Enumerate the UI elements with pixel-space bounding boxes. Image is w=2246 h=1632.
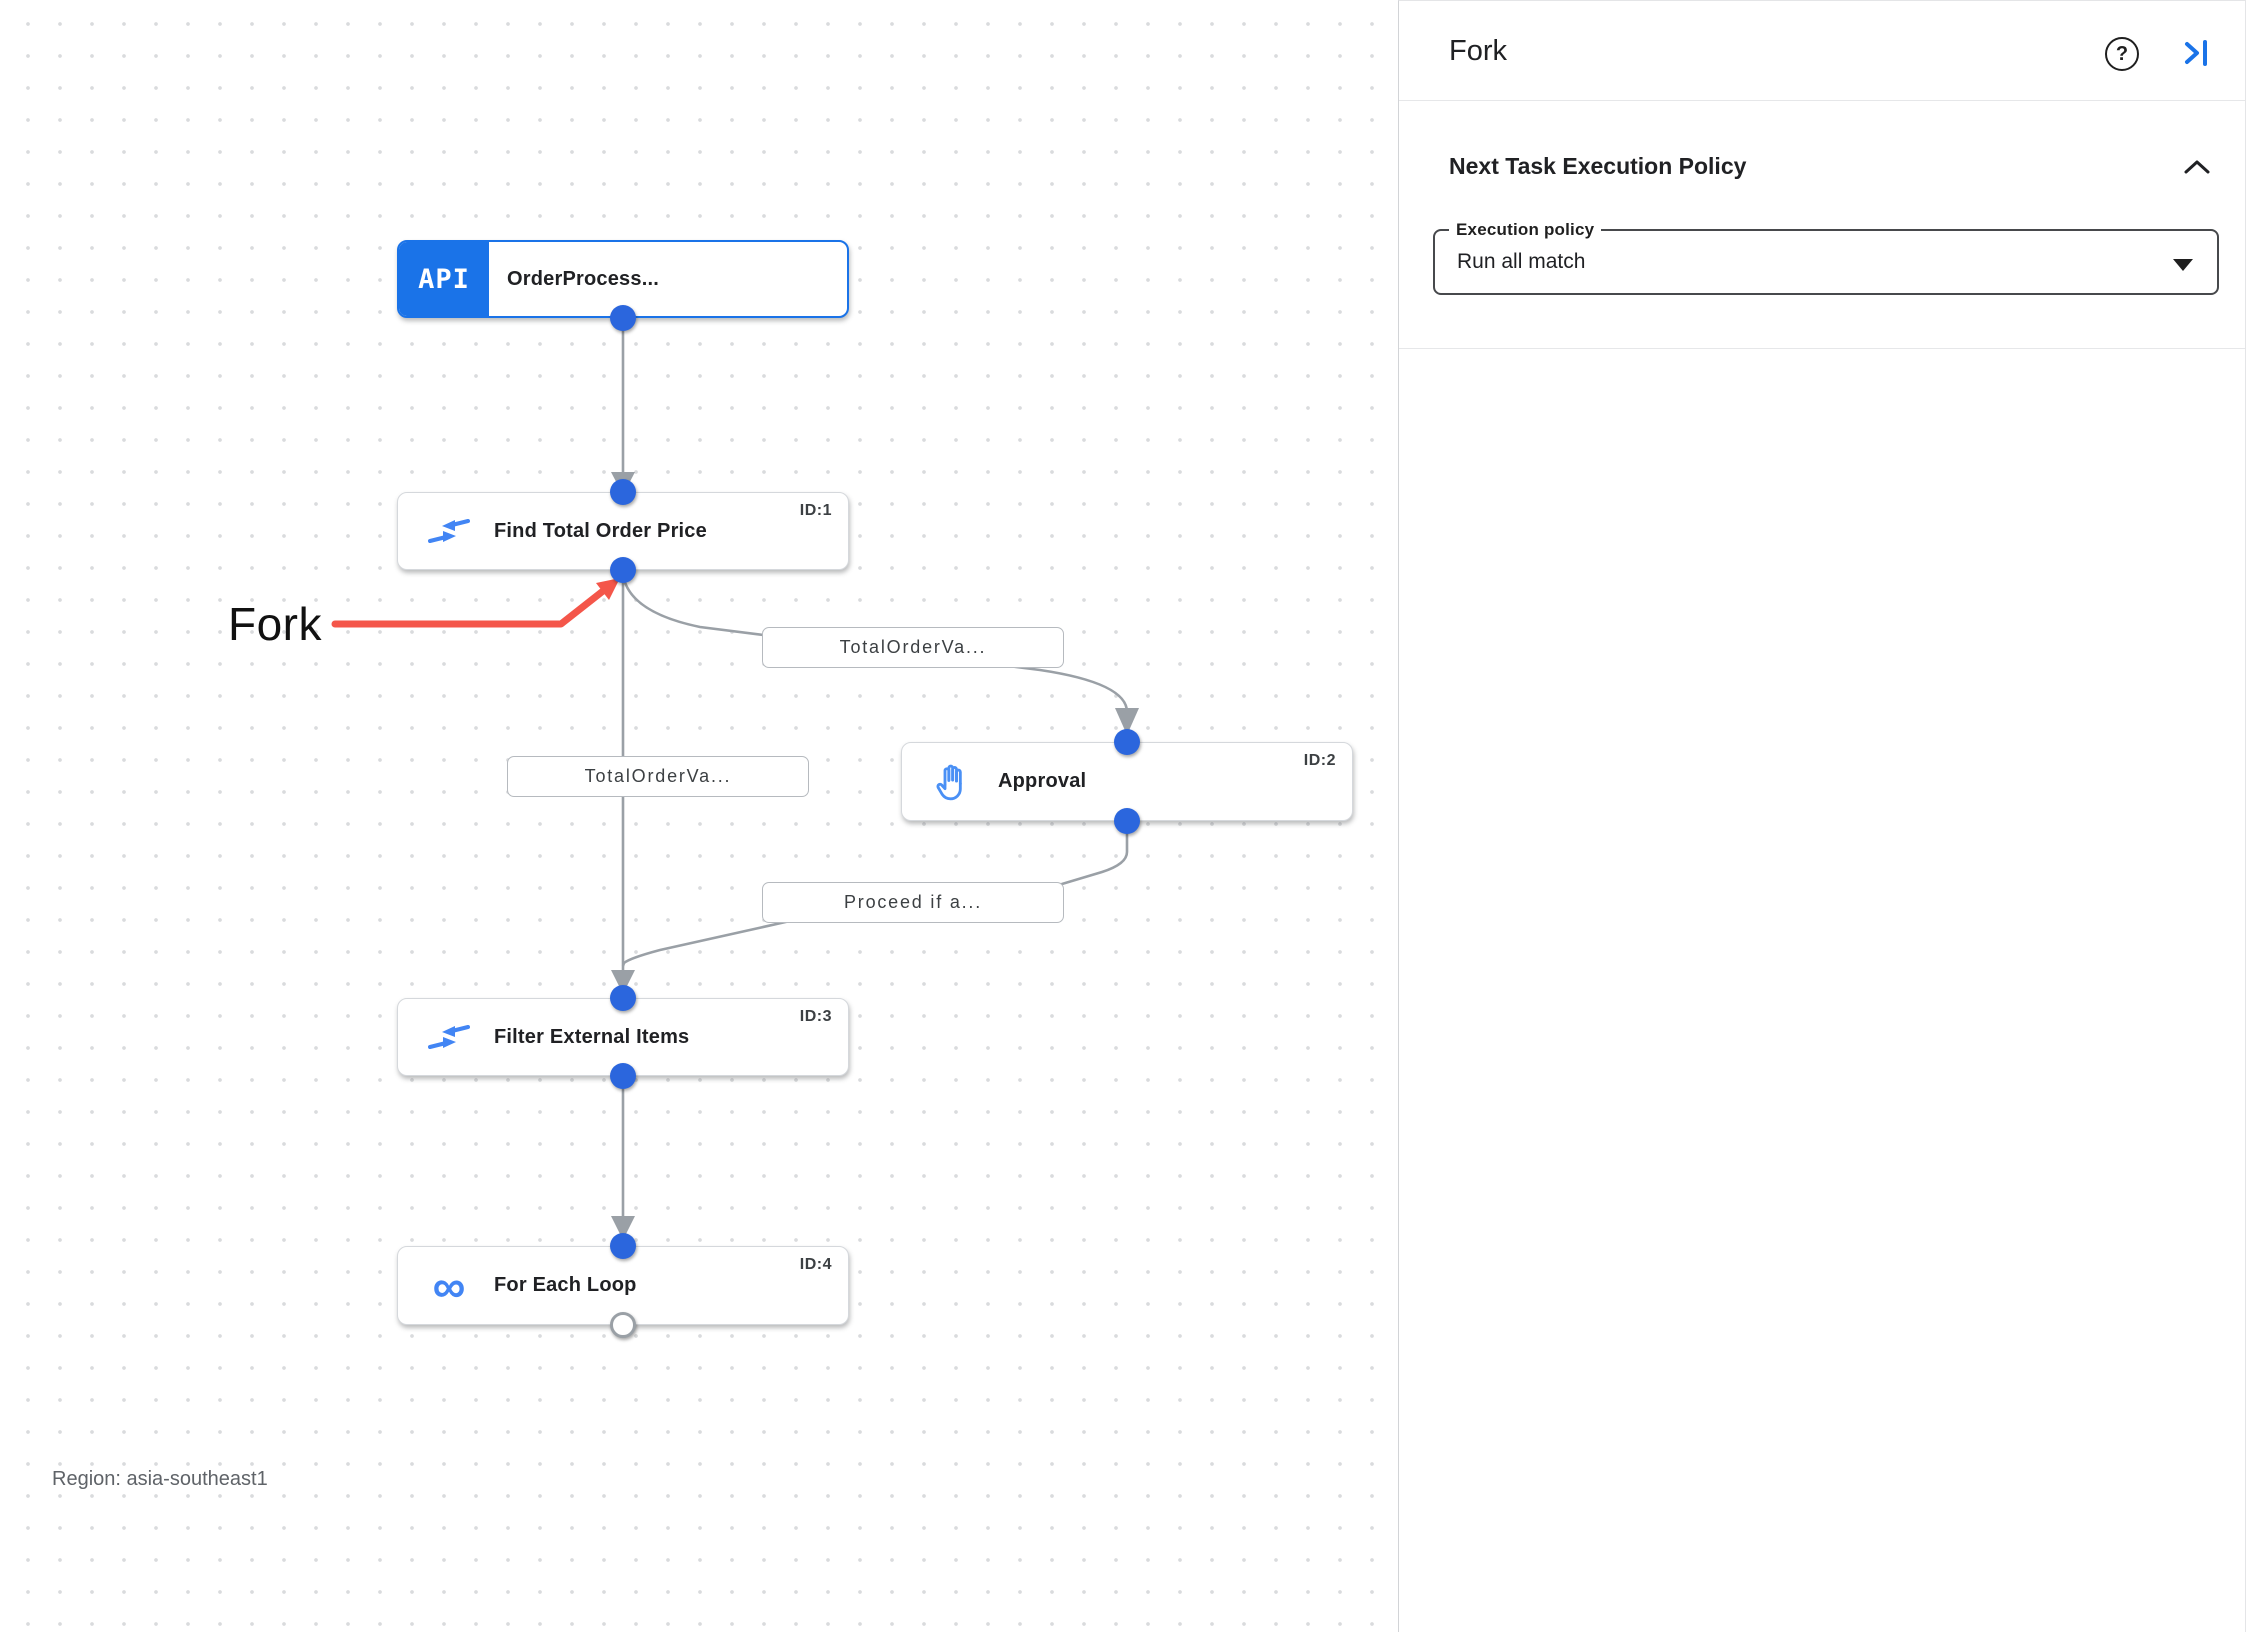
panel-header: Fork ? — [1399, 1, 2245, 101]
node-title: Filter External Items — [494, 1025, 690, 1048]
collapse-panel-icon[interactable] — [2182, 38, 2212, 68]
panel-title: Fork — [1449, 35, 1507, 67]
port-find-out-fork[interactable] — [610, 557, 636, 583]
chevron-up-icon[interactable] — [2183, 159, 2211, 180]
section-title: Next Task Execution Policy — [1449, 153, 1747, 179]
node-id-label: ID:4 — [799, 1256, 832, 1273]
region-label: Region: asia-southeast1 — [52, 1468, 268, 1490]
dropdown-caret-icon — [2173, 259, 2193, 271]
task-config-panel: Fork ? Next Task Execution Policy — [1398, 0, 2246, 1632]
arrowhead-into-approval — [1115, 708, 1139, 735]
node-id-label: ID:3 — [799, 1008, 832, 1025]
edge-label-text: TotalOrderVa... — [584, 766, 732, 786]
data-mapping-icon — [426, 514, 472, 548]
port-approval-out[interactable] — [1114, 808, 1140, 834]
port-filter-out[interactable] — [610, 1063, 636, 1089]
api-trigger-icon: API — [399, 242, 489, 316]
node-id-label: ID:1 — [799, 502, 832, 519]
edge-label-totalorderva-left[interactable]: TotalOrderVa... — [507, 756, 809, 797]
fork-annotation-label: Fork — [228, 598, 322, 650]
edge-label-proceed-if[interactable]: Proceed if a... — [762, 882, 1064, 923]
fork-annotation-arrowhead — [596, 578, 620, 600]
port-filter-in[interactable] — [610, 985, 636, 1011]
execution-policy-value: Run all match — [1457, 250, 1586, 273]
arrowhead-into-filter — [611, 970, 635, 994]
node-for-each-loop[interactable]: ∞ For Each Loop ID:4 — [397, 1246, 849, 1325]
help-icon[interactable]: ? — [2105, 37, 2139, 71]
section-divider — [1399, 348, 2245, 349]
port-foreach-in[interactable] — [610, 1233, 636, 1259]
infinity-glyph: ∞ — [432, 1259, 466, 1312]
node-title: For Each Loop — [494, 1274, 637, 1296]
next-task-policy-section-header[interactable]: Next Task Execution Policy — [1399, 135, 2245, 201]
port-approval-in[interactable] — [1114, 729, 1140, 755]
execution-policy-label: Execution policy — [1449, 220, 1602, 240]
approval-hand-icon — [930, 761, 976, 803]
node-title: OrderProcess... — [507, 267, 659, 290]
node-id-label: ID:2 — [1303, 752, 1336, 769]
for-each-loop-icon: ∞ — [426, 1259, 472, 1312]
edge-label-text: Proceed if a... — [843, 892, 983, 912]
workflow-canvas[interactable]: TotalOrderVa... TotalOrderVa... Proceed … — [0, 0, 1398, 1632]
arrowhead-into-foreach — [611, 1216, 635, 1240]
port-trigger-out[interactable] — [610, 305, 636, 331]
help-glyph: ? — [2115, 42, 2129, 65]
edge-label-text: TotalOrderVa... — [839, 637, 987, 657]
fork-annotation-arrow — [331, 587, 607, 628]
port-find-in[interactable] — [610, 479, 636, 505]
data-mapping-icon — [426, 1020, 472, 1054]
node-title: Approval — [998, 770, 1087, 792]
node-title: Find Total Order Price — [494, 519, 707, 542]
api-badge: API — [418, 263, 470, 295]
port-foreach-out-end[interactable] — [610, 1312, 636, 1338]
edge-label-totalorderva-right[interactable]: TotalOrderVa... — [762, 627, 1064, 668]
execution-policy-select[interactable]: Execution policy Run all match — [1433, 220, 2219, 295]
